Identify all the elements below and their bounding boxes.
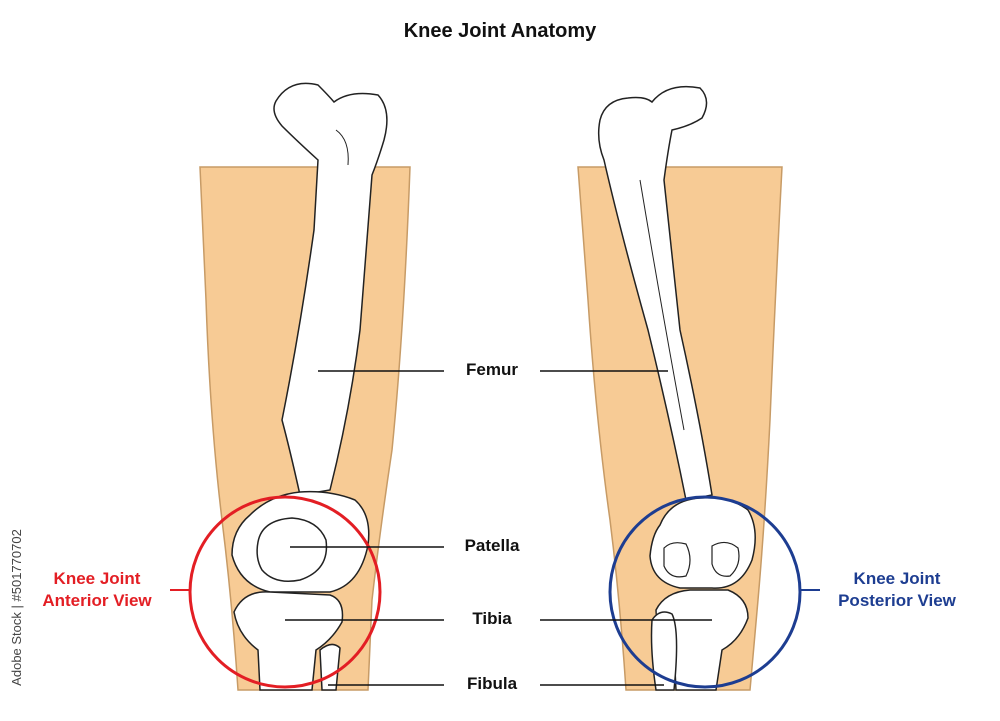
posterior-leg (577, 85, 820, 691)
anterior-view-label: Knee Joint Anterior View (22, 568, 172, 612)
anterior-tibia (233, 591, 344, 691)
posterior-view-line2: Posterior View (838, 591, 956, 610)
posterior-condyle-right (711, 541, 740, 577)
posterior-femur-detail (639, 179, 685, 431)
stock-watermark: Adobe Stock | #501770702 (8, 529, 24, 686)
anterior-fibula (319, 643, 341, 691)
anterior-view-circle (188, 495, 382, 689)
label-fibula: Fibula (466, 674, 518, 693)
posterior-view-circle (608, 495, 802, 689)
label-tibia: Tibia (472, 609, 512, 628)
diagram-title: Knee Joint Anatomy (403, 20, 597, 42)
posterior-femur (597, 85, 713, 501)
anterior-femur-detail (335, 129, 349, 166)
anterior-view-line1: Knee Joint (53, 569, 141, 588)
anterior-leg (170, 82, 411, 691)
posterior-condyle-left (663, 542, 691, 578)
anterior-view-line2: Anterior View (42, 591, 152, 610)
anterior-patella (256, 517, 328, 582)
posterior-view-line1: Knee Joint (853, 569, 941, 588)
label-patella: Patella (464, 536, 520, 555)
anterior-femur (273, 82, 388, 496)
leader-lines (285, 370, 712, 686)
posterior-view-label: Knee Joint Posterior View (812, 568, 982, 612)
posterior-fibula (650, 611, 678, 691)
label-femur: Femur (466, 360, 518, 379)
